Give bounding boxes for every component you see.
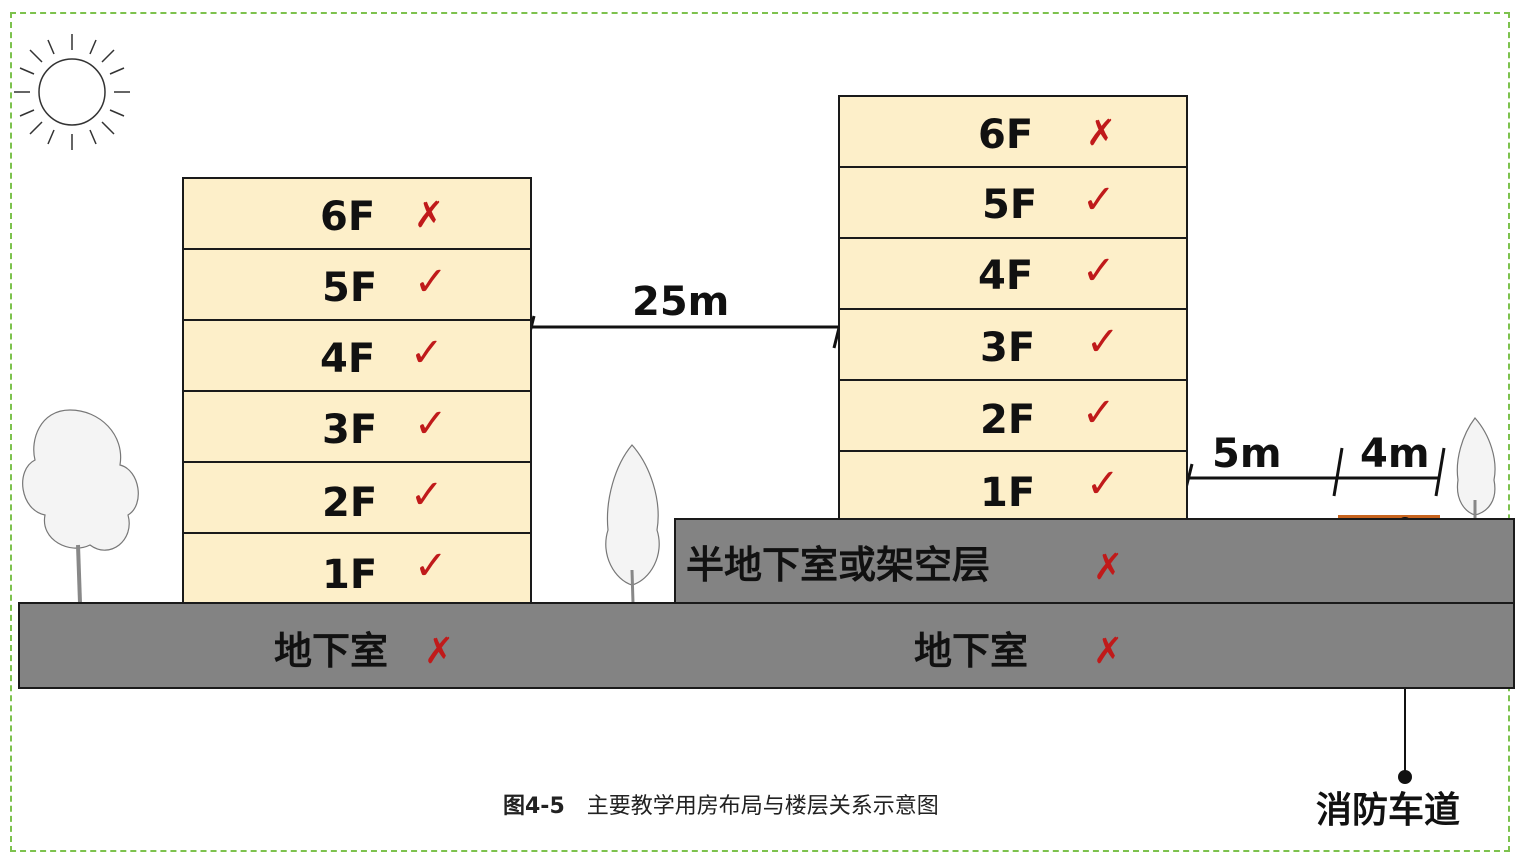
floor-label: 4F <box>320 336 376 382</box>
setback-dimension-label: 5m <box>1212 431 1282 477</box>
tree-icon <box>605 444 660 604</box>
floor-label: 6F <box>320 194 376 240</box>
check-mark-icon: ✓ <box>1082 248 1116 294</box>
floor-1f <box>838 450 1188 522</box>
floor-label: 1F <box>322 552 378 598</box>
cross-mark-icon: ✗ <box>1086 113 1117 154</box>
floor-label: 5F <box>982 182 1038 228</box>
floor-5f <box>838 166 1188 239</box>
floor-label: 2F <box>322 480 378 526</box>
check-mark-icon: ✓ <box>410 330 444 376</box>
basement-label: 地下室 <box>274 629 389 673</box>
check-mark-icon: ✓ <box>414 401 448 447</box>
check-mark-icon: ✓ <box>410 472 444 518</box>
check-mark-icon: ✓ <box>1082 177 1116 223</box>
sun-icon <box>14 34 130 150</box>
floor-label: 6F <box>978 112 1034 158</box>
semi-basement-label: 半地下室或架空层 <box>686 543 991 587</box>
tree-icon <box>1456 417 1496 519</box>
basement-label: 地下室 <box>914 629 1029 673</box>
check-mark-icon: ✓ <box>1086 319 1120 365</box>
fire-lane-label: 消防车道 <box>1316 790 1461 831</box>
dimension-line-setback <box>1182 447 1446 497</box>
floor-label: 3F <box>322 407 378 453</box>
lane-width-dimension-label: 4m <box>1360 431 1430 477</box>
check-mark-icon: ✓ <box>1086 461 1120 507</box>
cross-mark-icon: ✗ <box>1093 631 1124 672</box>
check-mark-icon: ✓ <box>414 259 448 305</box>
floor-label: 1F <box>980 470 1036 516</box>
floor-label: 4F <box>978 253 1034 299</box>
floor-4f <box>182 319 532 392</box>
floor-label: 5F <box>322 265 378 311</box>
floor-5f <box>182 248 532 321</box>
floor-label: 2F <box>980 397 1036 443</box>
floor-label: 3F <box>980 325 1036 371</box>
spacing-dimension-label: 25m <box>632 279 730 325</box>
basement-slab <box>18 602 1515 689</box>
figure-caption: 图4-5 主要教学用房布局与楼层关系示意图 <box>503 796 939 818</box>
cross-mark-icon: ✗ <box>424 631 455 672</box>
check-mark-icon: ✓ <box>1082 390 1116 436</box>
cross-mark-icon: ✗ <box>414 195 445 236</box>
figure-number: 图4-5 <box>503 794 565 819</box>
tree-icon <box>22 409 139 604</box>
semi-basement-slab <box>674 518 1515 605</box>
figure-title: 主要教学用房布局与楼层关系示意图 <box>586 794 939 819</box>
floor-6f <box>182 177 532 250</box>
check-mark-icon: ✓ <box>414 543 448 589</box>
cross-mark-icon: ✗ <box>1093 547 1124 588</box>
